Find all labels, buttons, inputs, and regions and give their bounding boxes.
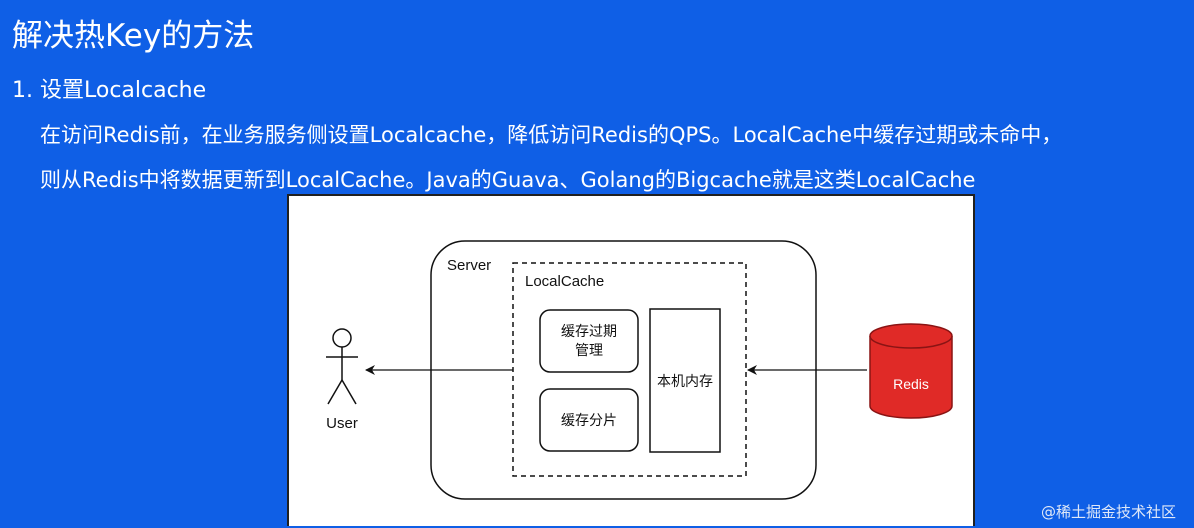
architecture-diagram: Server LocalCache 缓存过期 管理 缓存分片 本机内存 User bbox=[287, 194, 975, 526]
cache-shard-box bbox=[539, 388, 639, 452]
section-heading: 1. 设置Localcache bbox=[12, 78, 207, 103]
server-label: Server bbox=[447, 257, 491, 274]
local-memory-label: 本机内存 bbox=[657, 373, 713, 389]
cache-expiry-label-line1: 缓存过期 bbox=[561, 323, 617, 339]
localcache-label: LocalCache bbox=[525, 273, 604, 290]
watermark-text: @稀土掘金技术社区 bbox=[1040, 503, 1176, 521]
user-actor-icon bbox=[326, 328, 358, 405]
cache-expiry-label-line2: 管理 bbox=[575, 342, 603, 358]
paragraph-line-1: 在访问Redis前，在业务服务侧设置Localcache，降低访问Redis的Q… bbox=[40, 123, 1063, 147]
cache-expiry-box bbox=[539, 309, 639, 373]
cache-shard-label: 缓存分片 bbox=[561, 412, 617, 428]
redis-database-icon bbox=[869, 323, 953, 419]
redis-label: Redis bbox=[893, 376, 929, 392]
slide-title: 解决热Key的方法 bbox=[12, 18, 255, 54]
paragraph-line-2: 则从Redis中将数据更新到LocalCache。Java的Guava、Gola… bbox=[40, 168, 976, 192]
user-label: User bbox=[326, 415, 358, 432]
diagram-canvas: Server LocalCache 缓存过期 管理 缓存分片 本机内存 User bbox=[326, 240, 953, 500]
local-memory-box bbox=[649, 308, 721, 453]
